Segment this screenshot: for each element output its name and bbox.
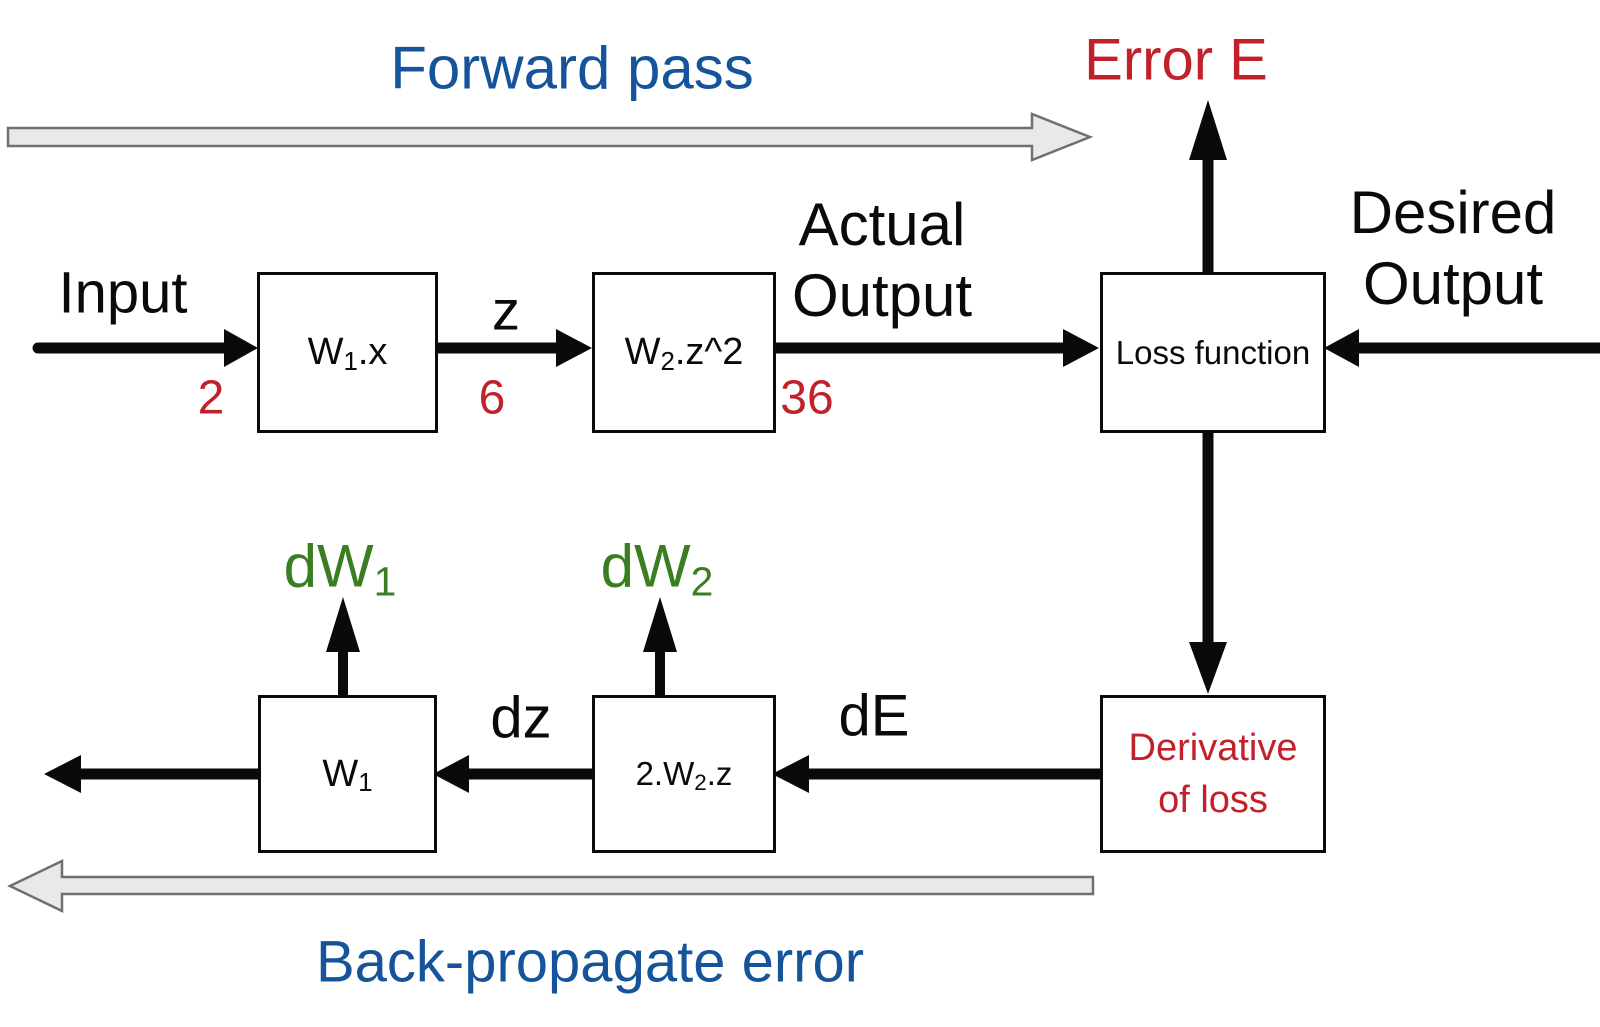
dw1-arrow-icon — [326, 597, 360, 696]
dw2-label: dW2 — [600, 532, 714, 605]
loss-to-derivative-arrow-icon — [1189, 429, 1227, 694]
input-label: Input — [58, 260, 188, 326]
desired-output-arrow-icon — [1324, 329, 1600, 367]
forward-pass-arrow-icon — [6, 112, 1094, 162]
backward-w2-box-label: 2.W2.z — [635, 755, 733, 795]
w1x-box-label: W1.x — [307, 331, 388, 376]
dz-arrow-icon — [433, 755, 592, 793]
loss-function-label: Loss function — [1115, 333, 1311, 371]
z-value: 6 — [478, 371, 506, 425]
w1-box-label: W1 — [322, 752, 373, 798]
actual-output-label: Actual Output — [792, 189, 972, 331]
dz-label: dz — [490, 685, 552, 751]
back-propagate-arrow-icon — [7, 859, 1095, 913]
actual-output-value: 36 — [780, 371, 834, 425]
input-arrow-icon — [32, 329, 258, 367]
forward-pass-title: Forward pass — [390, 34, 754, 102]
desired-output-line1: Desired — [1349, 179, 1557, 246]
dw1-label: dW1 — [283, 532, 397, 605]
input-value: 2 — [197, 371, 225, 425]
w2z2-box-label: W2.z^2 — [624, 331, 744, 376]
w2z2-box: W2.z^2 — [592, 272, 776, 433]
dw2-arrow-icon — [643, 597, 677, 696]
back-propagate-title: Back-propagate error — [315, 929, 865, 995]
derivative-of-loss-label: Derivative of loss — [1128, 727, 1298, 821]
backward-w2-box: 2.W2.z — [592, 695, 776, 853]
w1x-box: W1.x — [257, 272, 438, 433]
derivative-of-loss-box: Derivative of loss — [1100, 695, 1326, 853]
error-up-arrow-icon — [1189, 100, 1227, 272]
de-arrow-icon — [772, 755, 1100, 793]
actual-output-arrow-icon — [765, 329, 1099, 367]
actual-output-line2: Output — [791, 262, 973, 329]
actual-output-line1: Actual — [798, 191, 966, 258]
w1-box: W1 — [258, 695, 437, 853]
z-arrow-icon — [427, 329, 592, 367]
de-label: dE — [838, 683, 910, 749]
error-label: Error E — [1084, 27, 1268, 93]
w1-out-arrow-icon — [44, 755, 258, 793]
z-label: z — [492, 278, 520, 342]
loss-function-box: Loss function — [1100, 272, 1326, 433]
desired-output-line2: Output — [1362, 250, 1544, 317]
desired-output-label: Desired Output — [1350, 177, 1557, 319]
